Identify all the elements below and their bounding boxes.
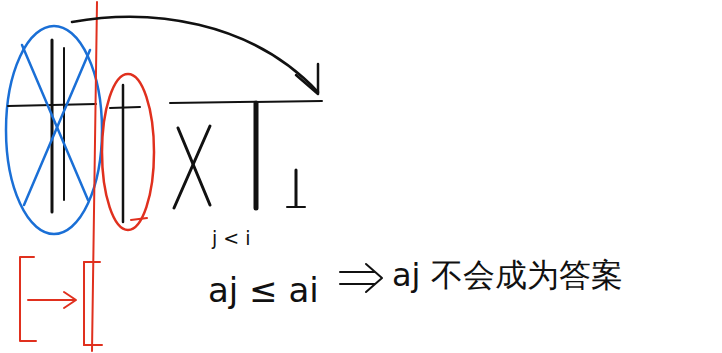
axis-line [170, 101, 322, 103]
curved-arrow [72, 17, 318, 92]
implies-arrow [340, 264, 382, 292]
bar [51, 40, 54, 212]
bar [254, 103, 259, 208]
bar [63, 48, 65, 200]
divider-line [92, 2, 97, 351]
bracket [84, 262, 102, 345]
bracket-arrow [28, 292, 76, 308]
note-text: aj 不会成为答案 [392, 258, 623, 293]
note-text: aj ≤ ai [208, 272, 319, 309]
bar-base [287, 206, 305, 208]
note-text: j < i [212, 228, 251, 249]
cross-mark [174, 126, 210, 208]
axis-line [110, 107, 140, 108]
cross-mark [24, 50, 90, 205]
arrow-head [296, 64, 318, 94]
bracket [83, 262, 85, 345]
blue-ellipse [6, 26, 102, 234]
cross-mark [22, 45, 88, 200]
bar [122, 85, 125, 222]
red-ellipse [102, 74, 154, 230]
bar [295, 170, 298, 206]
red-tick [131, 218, 147, 220]
